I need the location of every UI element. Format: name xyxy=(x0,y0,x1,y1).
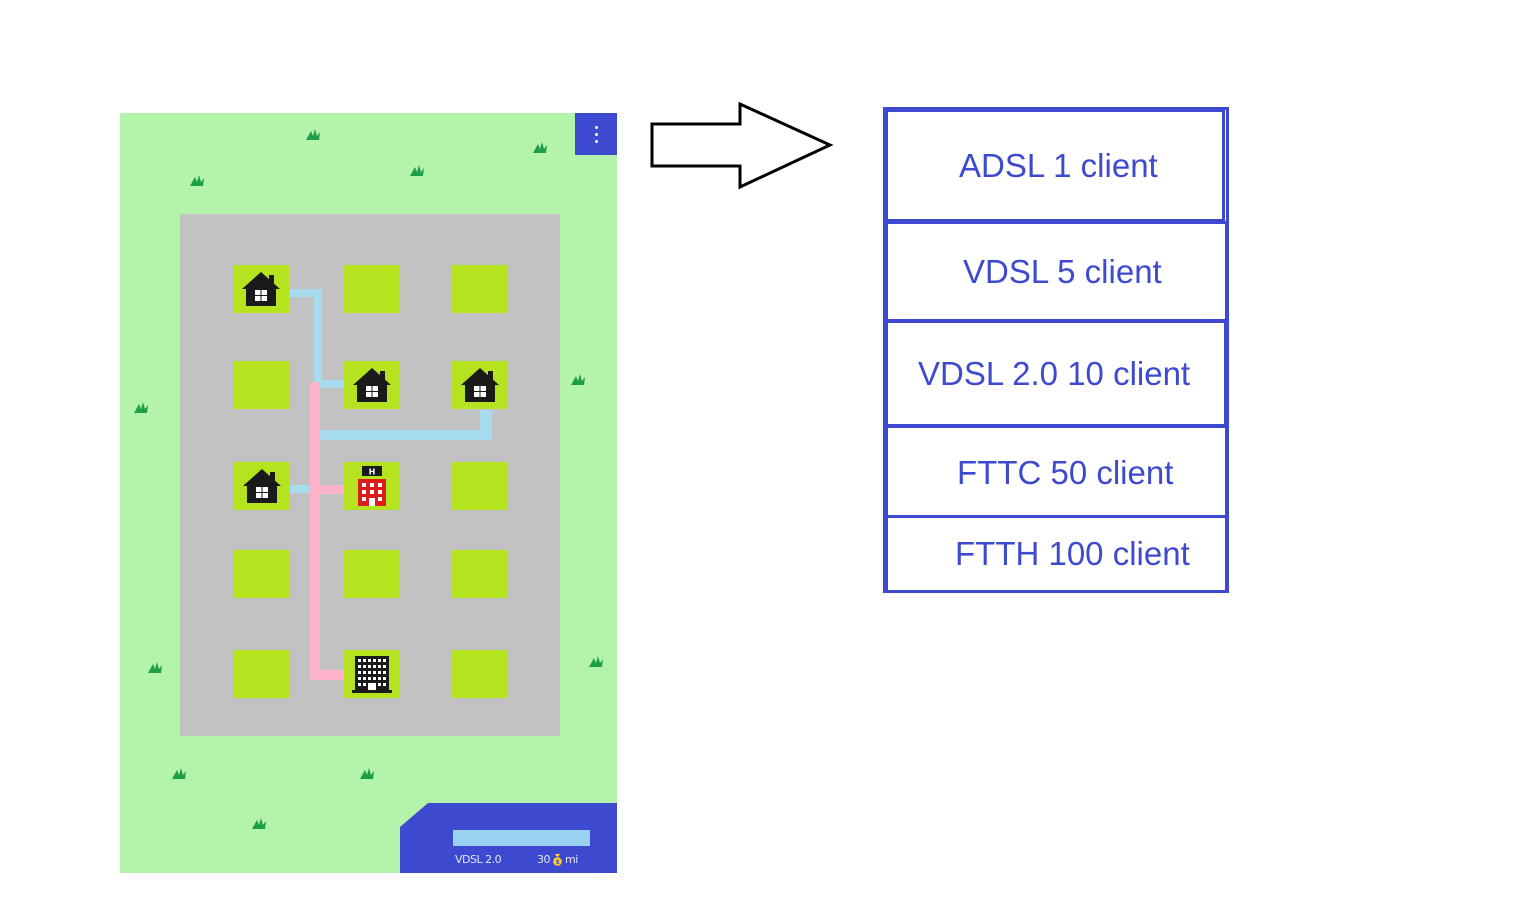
empty-plot[interactable] xyxy=(234,650,290,698)
game-screen: H xyxy=(120,113,617,873)
empty-plot[interactable] xyxy=(344,550,400,598)
more-vertical-icon[interactable] xyxy=(575,113,617,155)
svg-text:$: $ xyxy=(556,859,560,866)
cable-segment xyxy=(480,410,492,440)
empty-plot[interactable] xyxy=(234,361,290,409)
house-icon xyxy=(353,368,391,402)
grass-tuft-icon xyxy=(360,768,374,779)
menu-dot xyxy=(594,125,598,129)
empty-plot[interactable] xyxy=(452,650,508,698)
tier-row: ADSL 1 client xyxy=(885,109,1225,222)
grass-tuft-icon xyxy=(589,656,603,667)
empty-plot[interactable] xyxy=(234,550,290,598)
tier-row: VDSL 2.0 10 client xyxy=(885,320,1227,427)
tier-label: FTTH 100 client xyxy=(955,535,1190,572)
plot-house[interactable] xyxy=(233,265,289,313)
progress-fill xyxy=(453,830,590,846)
grass-tuft-icon xyxy=(134,402,148,413)
svg-text:H: H xyxy=(369,468,376,477)
empty-plot[interactable] xyxy=(452,550,508,598)
empty-plot[interactable] xyxy=(451,265,507,313)
status-panel: VDSL 2.0 30 $ mi xyxy=(400,803,617,873)
house-icon xyxy=(243,469,281,503)
coin-bag-icon: $ xyxy=(553,854,562,866)
grass-tuft-icon xyxy=(252,818,266,829)
technology-label: VDSL 2.0 xyxy=(455,853,502,866)
plot-house[interactable] xyxy=(234,462,290,510)
fiber-cable-segment xyxy=(310,670,346,680)
menu-dot xyxy=(594,132,598,136)
fiber-cable-segment xyxy=(310,382,320,680)
cable-segment xyxy=(320,430,492,440)
menu-dot xyxy=(594,139,598,143)
tier-row: FTTC 50 client xyxy=(885,425,1228,520)
tier-label: VDSL 5 client xyxy=(963,252,1162,290)
money-display: 30 $ mi xyxy=(537,853,578,866)
house-icon xyxy=(461,368,499,402)
cable-segment xyxy=(314,289,322,386)
fiber-cable-segment xyxy=(310,485,346,494)
grass-tuft-icon xyxy=(410,165,424,176)
grass-tuft-icon xyxy=(190,175,204,186)
grass-tuft-icon xyxy=(306,129,320,140)
grass-tuft-icon xyxy=(571,374,585,385)
plot-hospital[interactable]: H xyxy=(344,462,400,510)
money-value: 30 xyxy=(537,853,551,866)
tier-label: VDSL 2.0 10 client xyxy=(918,354,1191,392)
hospital-icon: H xyxy=(358,466,386,506)
city-ground: H xyxy=(180,214,560,736)
tier-label: FTTC 50 client xyxy=(957,453,1174,491)
tier-row: VDSL 5 client xyxy=(885,221,1228,322)
progress-bar xyxy=(453,830,590,846)
plot-house[interactable] xyxy=(452,361,508,409)
cable-segment xyxy=(290,485,314,493)
empty-plot[interactable] xyxy=(343,265,399,313)
office-building-icon xyxy=(352,656,392,693)
plot-office[interactable] xyxy=(344,650,400,698)
tier-label: ADSL 1 client xyxy=(959,146,1158,184)
tier-row: FTTH 100 client xyxy=(885,515,1228,593)
empty-plot[interactable] xyxy=(452,462,508,510)
grass-tuft-icon xyxy=(172,768,186,779)
plot-house[interactable] xyxy=(344,361,400,409)
house-icon xyxy=(242,272,280,306)
arrow-right-icon xyxy=(650,102,834,190)
cable-segment xyxy=(290,289,322,297)
grass-tuft-icon xyxy=(533,142,547,153)
grass-tuft-icon xyxy=(148,662,162,673)
money-unit: mi xyxy=(565,853,578,866)
cable-segment xyxy=(314,380,346,388)
